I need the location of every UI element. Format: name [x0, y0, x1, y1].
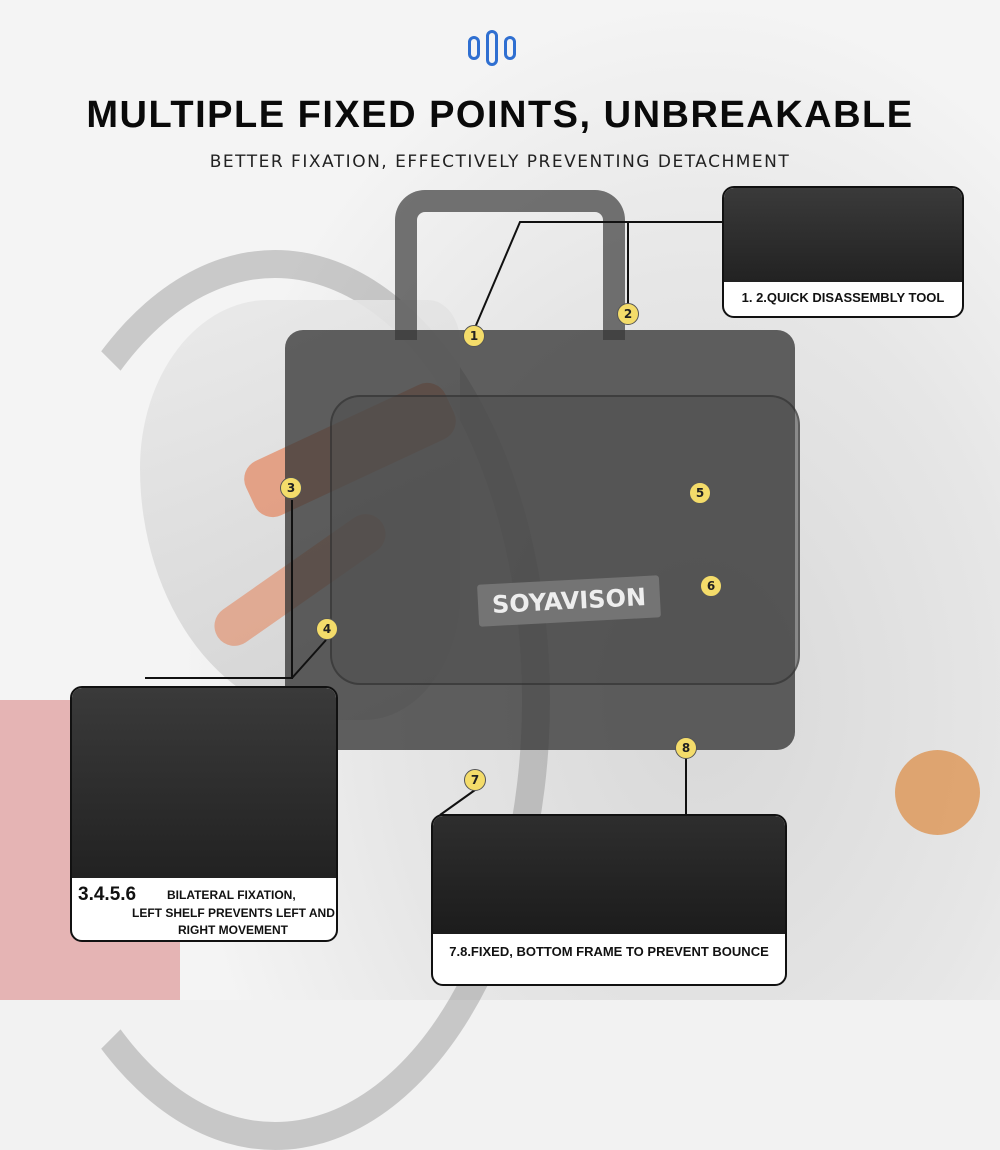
callout-number: 3.4.5.6: [78, 884, 137, 905]
callout-line: BILATERAL FIXATION,: [167, 888, 296, 902]
callout-quick-disassembly: 1. 2.QUICK DISASSEMBLY TOOL: [722, 186, 964, 318]
callout-caption: 1. 2.QUICK DISASSEMBLY TOOL: [741, 290, 945, 305]
bag-front-panel: [330, 395, 800, 685]
detail-photo: [433, 816, 785, 934]
reflector: [895, 750, 980, 835]
detail-photo: [72, 688, 336, 878]
callout-bottom-frame: 7.8.FIXED, BOTTOM FRAME TO PREVENT BOUNC…: [431, 814, 787, 986]
marker-4: 4: [316, 618, 338, 640]
page-title: MULTIPLE FIXED POINTS, UNBREAKABLE: [86, 94, 914, 136]
bag-handle: [395, 190, 625, 340]
callout-line: LEFT SHELF PREVENTS LEFT AND: [132, 906, 335, 920]
callout-lines: [145, 221, 722, 816]
callout-caption: 7.8.FIXED, BOTTOM FRAME TO PREVENT BOUNC…: [449, 944, 769, 959]
detail-photo: [724, 188, 962, 282]
marker-6: 6: [700, 575, 722, 597]
marker-2: 2: [617, 303, 639, 325]
marker-1: 1: [463, 325, 485, 347]
marker-7: 7: [464, 769, 486, 791]
callout-bilateral-fixation: 3.4.5.6 BILATERAL FIXATION, LEFT SHELF P…: [70, 686, 338, 942]
callout-line: RIGHT MOVEMENT: [178, 923, 288, 937]
marker-8: 8: [675, 737, 697, 759]
marker-5: 5: [689, 482, 711, 504]
page-subtitle: BETTER FIXATION, EFFECTIVELY PREVENTING …: [209, 152, 791, 172]
brand-logo-icon: [468, 30, 516, 66]
marker-3: 3: [280, 477, 302, 499]
